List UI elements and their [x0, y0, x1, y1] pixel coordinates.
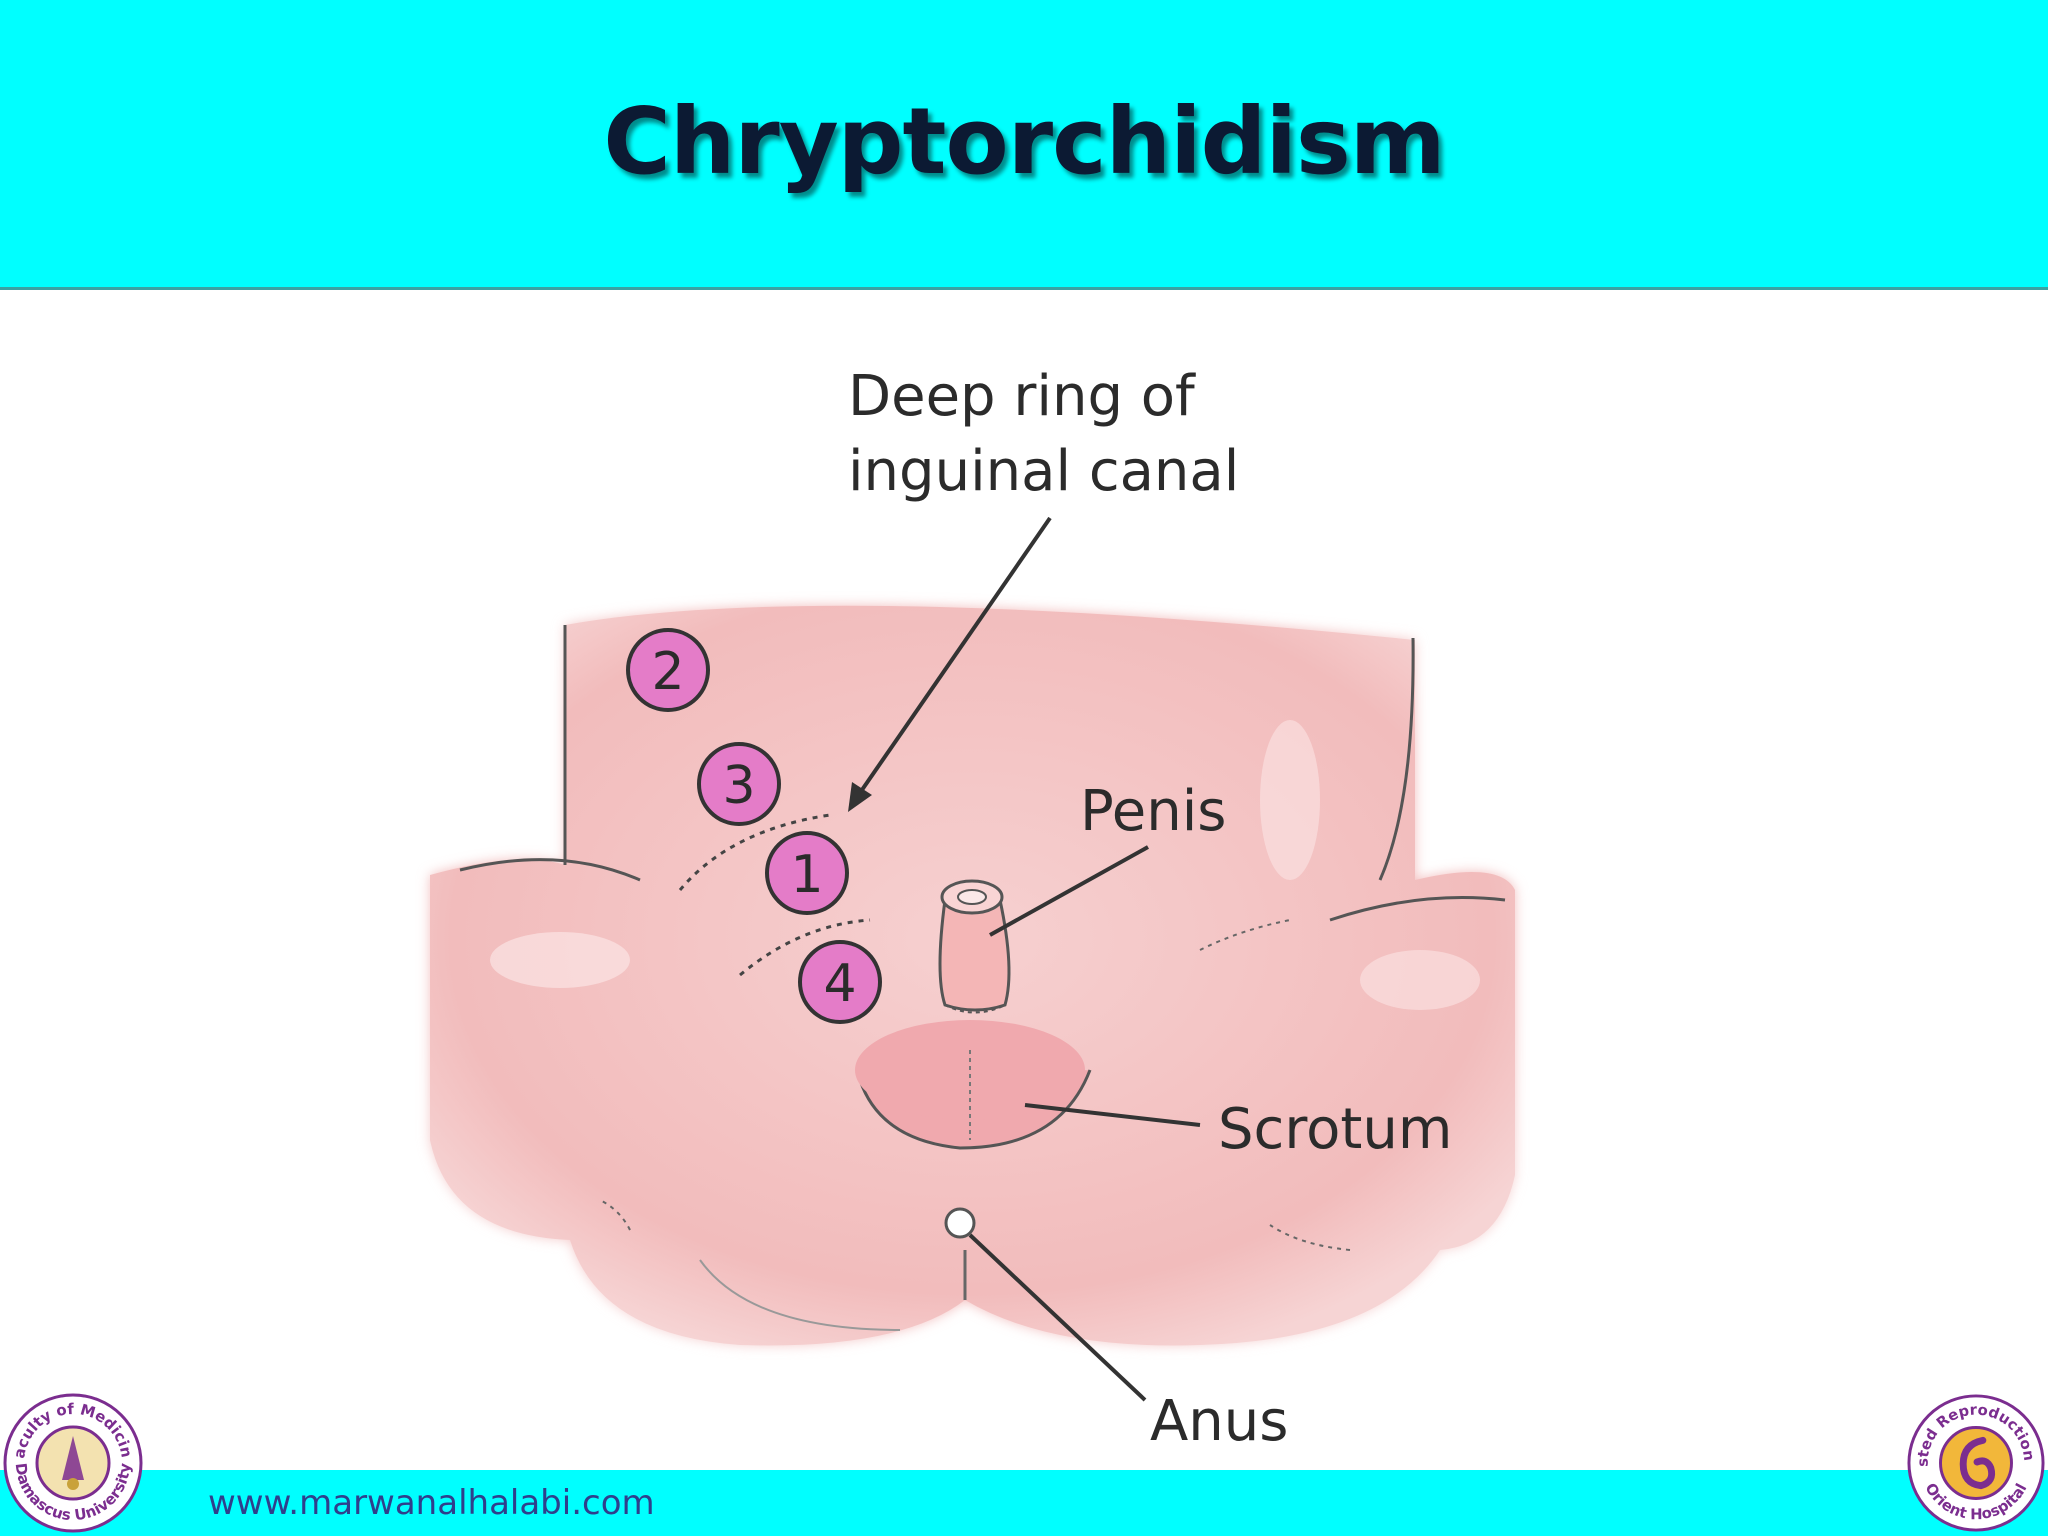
label-scrotum: Scrotum [1218, 1097, 1452, 1162]
embryo-icon [1959, 1436, 1996, 1490]
svg-text:2: 2 [651, 642, 684, 702]
marker-1: 1 [765, 831, 849, 915]
svg-text:3: 3 [722, 756, 755, 816]
label-deep-ring-line2: inguinal canal [848, 439, 1239, 504]
label-penis: Penis [1080, 779, 1226, 844]
label-anus: Anus [1150, 1389, 1288, 1454]
header-bar [0, 0, 2048, 290]
svg-text:4: 4 [823, 954, 856, 1014]
assisted-reproduction-logo: Assisted Reproduction Unit Orient Hospit… [1906, 1392, 2045, 1532]
lamp-icon [62, 1436, 84, 1480]
label-deep-ring-line1: Deep ring of [848, 364, 1196, 429]
svg-text:1: 1 [790, 845, 823, 905]
marker-3: 3 [697, 742, 781, 826]
anus-shape [944, 1207, 976, 1239]
slide-title: Chryptorchidism [603, 88, 1445, 195]
footer-url[interactable]: www.marwanalhalabi.com [208, 1483, 655, 1523]
marker-4: 4 [798, 940, 882, 1024]
penis-shape [938, 879, 1011, 1014]
leader-lines [848, 516, 1201, 1402]
footer-bar [0, 1470, 2048, 1536]
faculty-medicine-logo: Faculty of Medicine Damascus University [2, 1392, 143, 1533]
marker-2: 2 [626, 628, 710, 712]
